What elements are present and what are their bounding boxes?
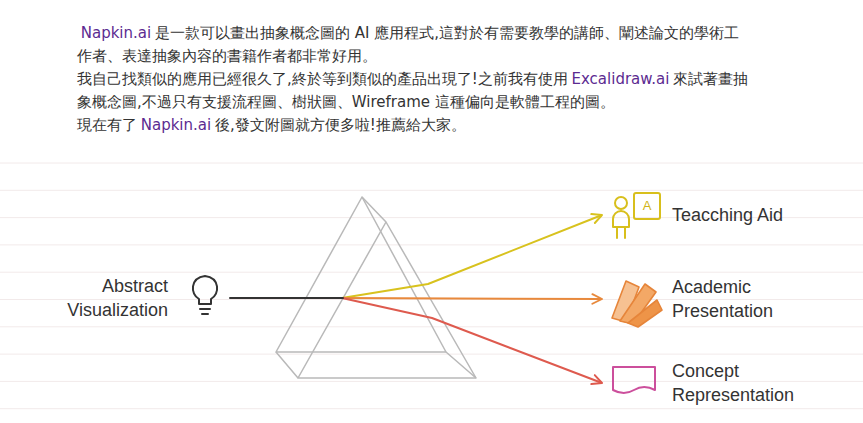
ruled-line xyxy=(0,190,863,191)
body-text: 是一款可以畫出抽象概念圖的 AI 應用程式,這對於有需要教學的講師、闡述論文的學… xyxy=(77,24,739,65)
product-name: Excalidraw.ai xyxy=(572,70,670,88)
teacher-icon xyxy=(613,193,660,238)
document-sheet xyxy=(613,367,655,393)
ruled-line xyxy=(0,244,863,245)
node-label: Teacching Aid xyxy=(672,203,856,227)
beam-arrow xyxy=(230,215,602,298)
paragraph: Napkin.ai是一款可以畫出抽象概念圖的 AI 應用程式,這對於有需要教學的… xyxy=(77,22,749,68)
body-text: 現在有了 xyxy=(77,116,137,134)
node-label: Concept Representation xyxy=(672,359,816,407)
prism xyxy=(276,197,476,378)
bulb-glass xyxy=(193,276,217,304)
body-text: 後,發文附圖就方便多啦!推薦給大家。 xyxy=(215,116,466,134)
intro-text: Napkin.ai是一款可以畫出抽象概念圖的 AI 應用程式,這對於有需要教學的… xyxy=(77,22,749,137)
ruled-line xyxy=(0,408,863,409)
teacher-head xyxy=(615,197,627,209)
beam-arrow xyxy=(230,298,602,299)
body-text: 我自己找類似的應用已經很久了,終於等到類似的產品出現了!之前我有使用 xyxy=(77,70,568,88)
ruled-line xyxy=(0,272,863,273)
node-label: Abstract Visualization xyxy=(30,274,168,322)
teacher-board xyxy=(634,193,660,219)
paragraph: 我自己找類似的應用已經很久了,終於等到類似的產品出現了!之前我有使用Excali… xyxy=(77,68,749,114)
source-node: Abstract Visualization xyxy=(30,274,230,322)
book-page xyxy=(628,300,662,327)
input-beam xyxy=(230,297,343,299)
product-name: Napkin.ai xyxy=(141,116,211,134)
prism-front xyxy=(276,197,446,352)
prism-edges xyxy=(276,197,476,378)
icon-letter: A xyxy=(634,193,660,219)
paragraph: 現在有了Napkin.ai後,發文附圖就方便多啦!推薦給大家。 xyxy=(77,114,749,137)
teacher-body xyxy=(613,211,629,238)
bulb-base xyxy=(200,309,210,314)
ruled-line xyxy=(0,163,863,164)
node-label: Academic Presentation xyxy=(672,275,816,323)
output-node: Concept Representation xyxy=(606,359,816,407)
product-name: Napkin.ai xyxy=(81,24,151,42)
lightbulb-icon xyxy=(193,276,217,314)
output-node: Academic Presentation xyxy=(606,275,816,323)
beam-arrow xyxy=(230,298,602,383)
book-icon xyxy=(612,281,662,327)
ruled-line xyxy=(0,381,863,382)
document-icon xyxy=(613,367,655,393)
ruled-line xyxy=(0,354,863,355)
